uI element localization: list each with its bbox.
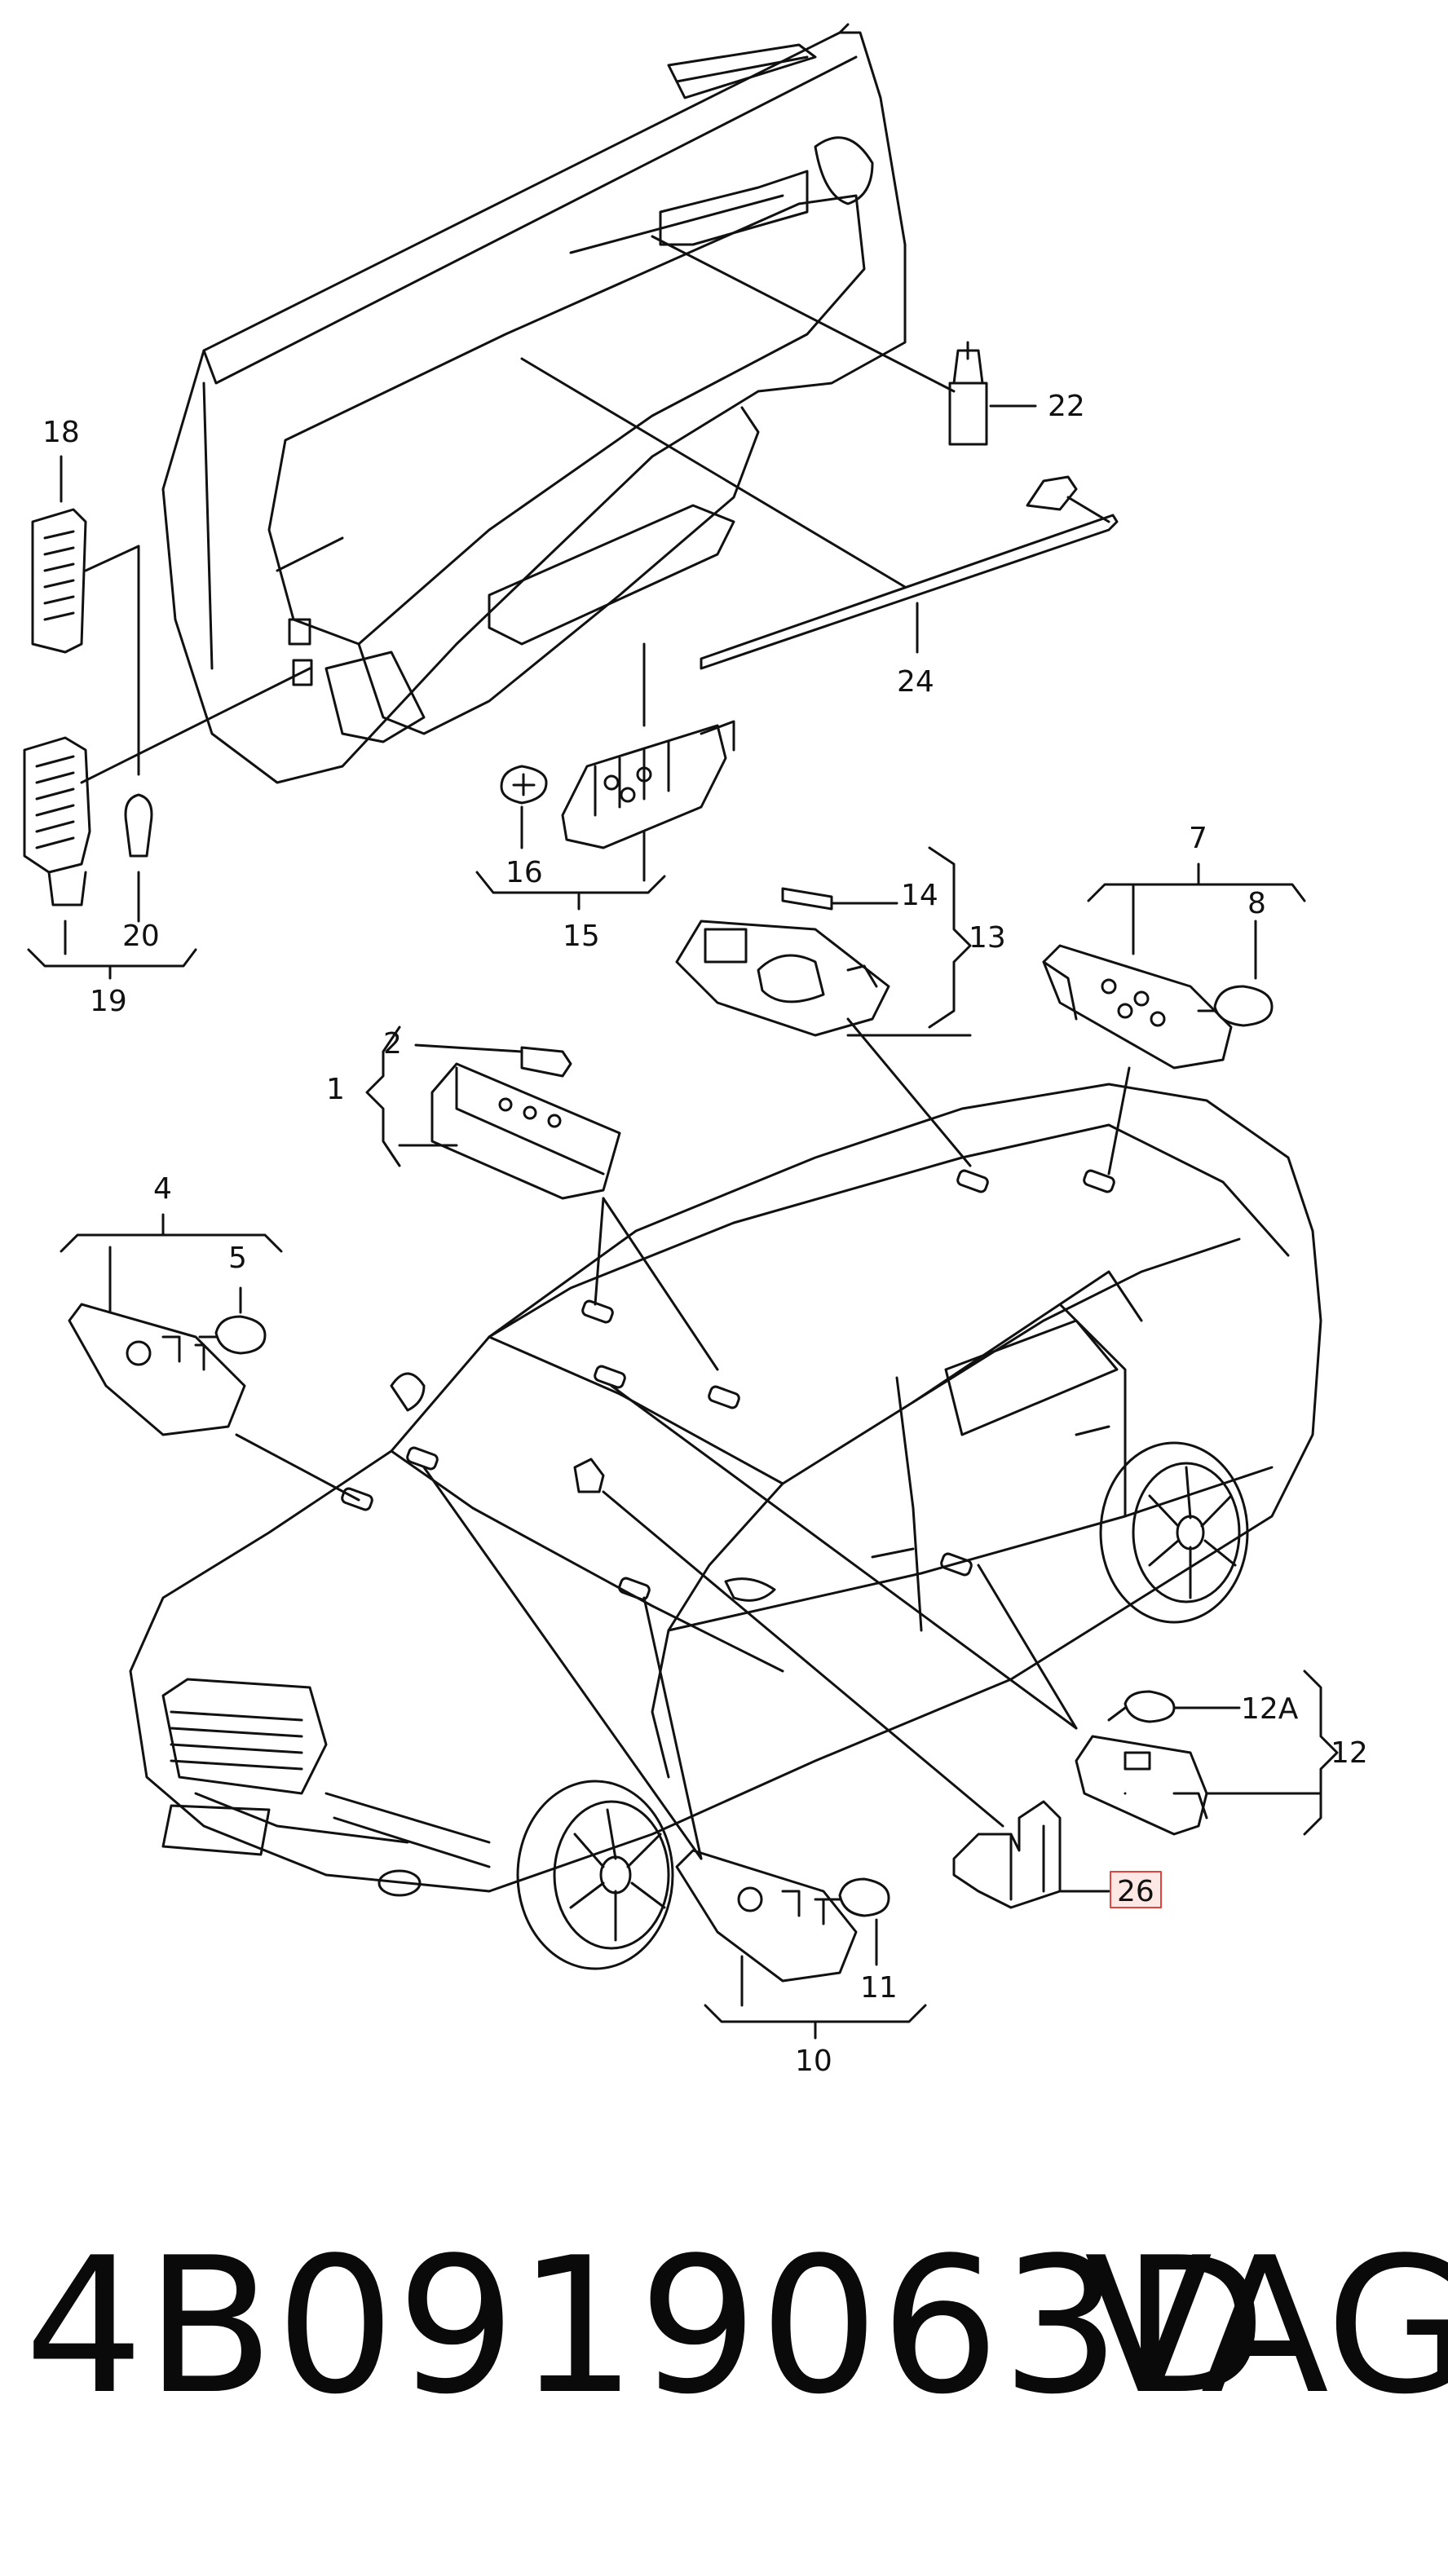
parts-diagram: 18 22 24 16 15 14 13 7 8 20 19 2 1 4 5 1… (23, 23, 1368, 2078)
callout-10: 10 (795, 2044, 832, 2078)
callout-12a: 12A (1241, 1692, 1299, 1726)
callout-8: 8 (1247, 887, 1266, 920)
callout-19: 19 (90, 985, 127, 1018)
callout-12: 12 (1331, 1736, 1368, 1770)
callout-24: 24 (897, 665, 934, 699)
part-number: 4B0919063D (24, 2218, 1269, 2436)
callout-11: 11 (860, 1971, 898, 2005)
callout-26: 26 (1117, 1875, 1154, 1908)
callout-26-highlight (1110, 1871, 1162, 1908)
door-panel (161, 23, 907, 784)
callout-7: 7 (1189, 822, 1207, 855)
part-22-switch (651, 235, 1037, 446)
part-18 (31, 455, 311, 784)
part-24-strip (520, 357, 1119, 670)
leader-lines (422, 1384, 1127, 1860)
brand-label: VAG (1084, 2218, 1448, 2436)
part-15-assembly (475, 642, 735, 911)
car-body (129, 1083, 1322, 1970)
part-26 (952, 1800, 1162, 1909)
callout-2: 2 (383, 1027, 402, 1061)
part-4-assembly (60, 1213, 360, 1502)
callout-14: 14 (901, 879, 938, 912)
callout-22: 22 (1048, 390, 1085, 423)
callout-20: 20 (122, 920, 160, 953)
part-7-assembly (1042, 862, 1306, 1176)
part-13-assembly (675, 846, 972, 1167)
callout-15: 15 (563, 920, 600, 953)
callout-18: 18 (42, 416, 80, 449)
part-10-assembly (675, 1849, 927, 2040)
footer: 4B0919063D VAG (0, 2201, 1448, 2527)
part-1-assembly (365, 1026, 719, 1371)
part-20-bulb (124, 793, 153, 923)
part-12-assembly (1075, 1670, 1339, 1836)
callout-16: 16 (505, 856, 543, 889)
part-19-light (23, 736, 197, 980)
callout-13: 13 (969, 921, 1006, 955)
callout-4: 4 (153, 1172, 172, 1206)
callout-5: 5 (228, 1242, 247, 1275)
callout-1: 1 (326, 1073, 345, 1106)
